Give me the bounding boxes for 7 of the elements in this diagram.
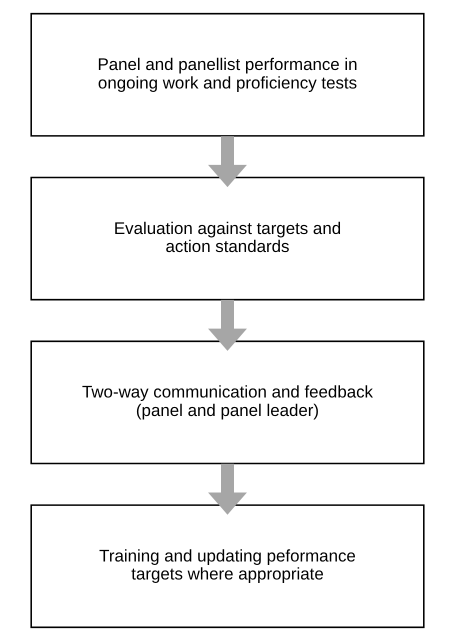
node-box: Evaluation against targets and action standards (30, 176, 424, 300)
arrow (208, 300, 246, 351)
arrow (208, 464, 246, 515)
node-box: Panel and panellist performance in ongoing work and proficiency tests (30, 12, 424, 137)
node-box: Two-way communication and feedback (panel and panel leader) (30, 340, 424, 464)
arrow (208, 136, 246, 188)
node-box: Training and updating peformance targets where appropriate (30, 504, 424, 628)
